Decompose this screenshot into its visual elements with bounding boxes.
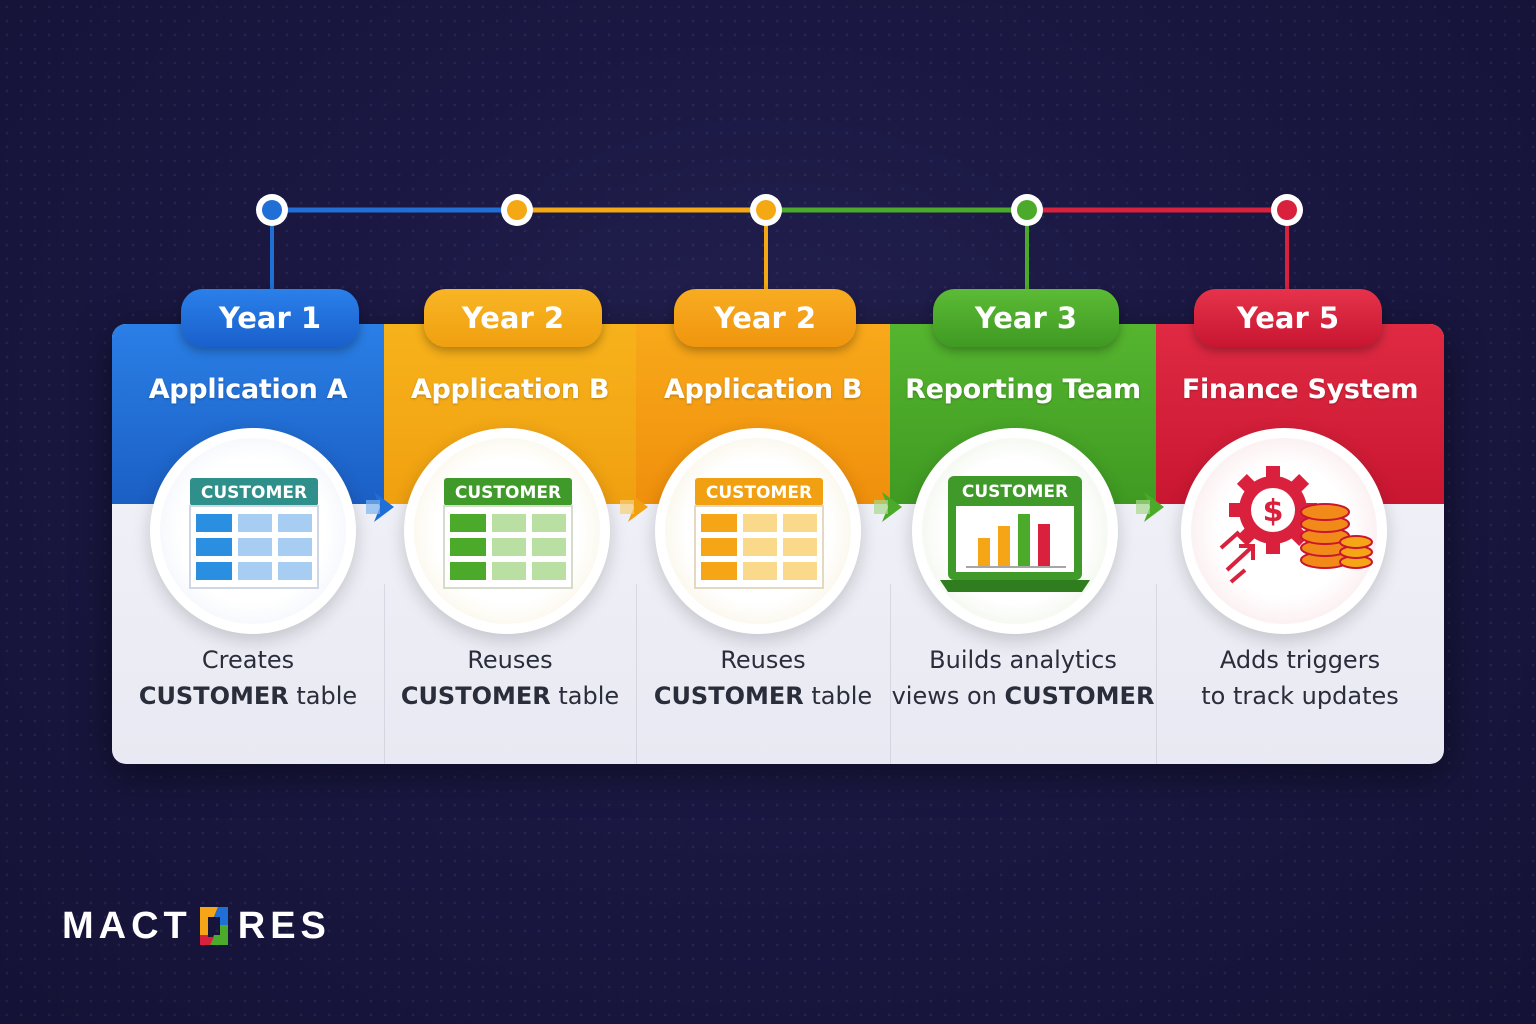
svg-text:CUSTOMER: CUSTOMER bbox=[455, 483, 561, 503]
step-2-description: Reuses CUSTOMER table bbox=[400, 646, 620, 710]
year-badge-5: Year 5 bbox=[1194, 289, 1382, 347]
step-3-title: Application B bbox=[663, 374, 863, 405]
arrow-right-icon bbox=[1136, 492, 1164, 522]
step-1-title: Application A bbox=[148, 374, 348, 405]
year-badge-3: Year 2 bbox=[674, 289, 856, 347]
arrow-right-icon bbox=[874, 492, 902, 522]
year-badge-1: Year 1 bbox=[181, 289, 359, 347]
coins-icon bbox=[1300, 503, 1373, 569]
step-5-title: Finance System bbox=[1181, 374, 1419, 405]
step-4-icon-circle: CUSTOMER bbox=[912, 428, 1118, 634]
finance-gear-coins-icon: $ bbox=[1219, 466, 1373, 584]
customer-table-icon: CUSTOMER bbox=[443, 478, 573, 589]
svg-text:$: $ bbox=[1263, 494, 1284, 529]
customer-table-icon: CUSTOMER bbox=[189, 478, 319, 589]
timeline-node-4 bbox=[1011, 194, 1043, 226]
svg-text:CUSTOMER: CUSTOMER bbox=[201, 483, 307, 503]
svg-text:CUSTOMER: CUSTOMER bbox=[962, 482, 1068, 502]
step-4-title: Reporting Team bbox=[905, 374, 1141, 405]
step-3-icon-circle: CUSTOMER bbox=[655, 428, 861, 634]
step-5-icon-circle: $ bbox=[1181, 428, 1387, 634]
arrows-icon bbox=[1219, 530, 1255, 584]
step-2-icon-circle: CUSTOMER bbox=[404, 428, 610, 634]
step-4-description: Builds analytics views on CUSTOMER bbox=[891, 646, 1155, 710]
arrow-right-icon bbox=[620, 492, 648, 522]
customer-table-icon: CUSTOMER bbox=[694, 478, 824, 589]
logo-mark-icon bbox=[199, 907, 228, 945]
timeline-panel: Application A Creates CUSTOMER table App… bbox=[112, 324, 1444, 764]
mactores-logo: MACT RES bbox=[62, 900, 331, 952]
timeline-node-3 bbox=[750, 194, 782, 226]
step-1-icon-circle: CUSTOMER bbox=[150, 428, 356, 634]
step-1-description: Creates CUSTOMER table bbox=[138, 646, 358, 710]
step-2-title: Application B bbox=[410, 374, 610, 405]
timeline-node-2 bbox=[501, 194, 533, 226]
svg-text:CUSTOMER: CUSTOMER bbox=[706, 483, 812, 503]
timeline-node-1 bbox=[256, 194, 288, 226]
year-badge-2: Year 2 bbox=[424, 289, 602, 347]
timeline bbox=[256, 194, 1303, 292]
timeline-node-5 bbox=[1271, 194, 1303, 226]
step-3-description: Reuses CUSTOMER table bbox=[653, 646, 873, 710]
step-2: Application B Reuses CUSTOMER table bbox=[384, 324, 636, 764]
year-badge-4: Year 3 bbox=[933, 289, 1119, 347]
analytics-laptop-icon: CUSTOMER bbox=[940, 476, 1090, 592]
arrow-right-icon bbox=[366, 492, 394, 522]
step-5-description: Adds triggers to track updates bbox=[1201, 646, 1399, 710]
